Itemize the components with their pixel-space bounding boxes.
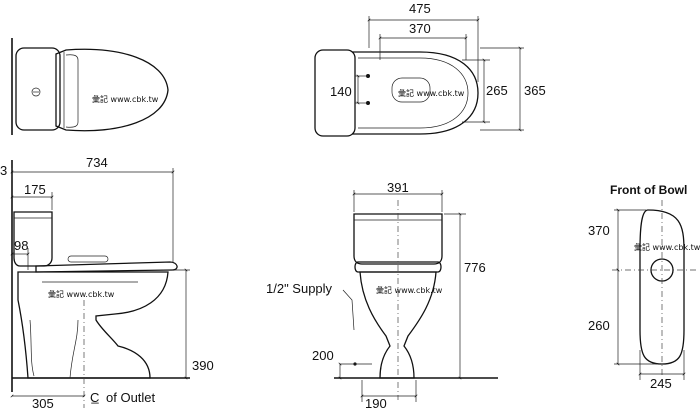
dim-front-base-width: 190: [365, 396, 387, 410]
dim-front-total-height: 776: [464, 260, 486, 275]
tank-outline: [15, 47, 61, 131]
watermark-text: 彙記 www.cbk.tw: [376, 285, 443, 295]
dim-top-bolt-spacing: 140: [330, 84, 352, 99]
dim-top-width-bowl: 370: [409, 21, 431, 36]
tank-outline: [353, 213, 443, 265]
dim-side-edge-mark: 3: [0, 163, 7, 178]
centerline-symbol: C̲: [90, 390, 99, 405]
bowl-front-title: Front of Bowl: [610, 183, 687, 197]
watermark-text: 彙記 www.cbk.tw: [48, 289, 115, 299]
seat-lid-outline: [55, 48, 169, 132]
side-elevation-view: 3 彙記 www.cbk.tw 734 175 98 390 305: [0, 155, 214, 410]
bowl-footprint: [639, 209, 685, 365]
dim-bowl-front-length: 370: [588, 223, 610, 238]
seat-lid-outline: [35, 261, 178, 273]
supply-label: 1/2" Supply: [266, 281, 333, 296]
dim-bowl-width: 245: [650, 376, 672, 391]
dim-top-width-total: 475: [409, 1, 431, 16]
dim-side-outlet-offset: 305: [32, 396, 54, 410]
seat-lid-outline: [354, 261, 442, 273]
bowl-outline: [352, 51, 479, 135]
top-center-plan-view: 彙記 www.cbk.tw 475 370 365 265 140: [314, 1, 546, 137]
watermark-text: 彙記 www.cbk.tw: [634, 242, 700, 252]
dim-front-supply-height: 200: [312, 348, 334, 363]
front-of-bowl-view: Front of Bowl 彙記 www.cbk.tw 370 260 245: [588, 183, 700, 391]
dim-side-length: 734: [86, 155, 108, 170]
tank-outline: [314, 49, 356, 137]
top-left-plan-view: 彙記 www.cbk.tw: [11, 38, 169, 135]
flush-button-icon: [31, 87, 41, 97]
dim-top-height-total: 365: [524, 83, 546, 98]
bowl-outline: [359, 271, 437, 379]
watermark-text: 彙記 www.cbk.tw: [398, 88, 465, 98]
bowl-opening: [391, 77, 431, 103]
watermark-text: 彙記 www.cbk.tw: [92, 94, 159, 104]
dim-side-wall-gap: 98: [14, 238, 28, 253]
front-elevation-view: 彙記 www.cbk.tw 391 776 1/2" Supply 200 19…: [266, 180, 498, 410]
bowl-outline: [17, 271, 169, 379]
outlet-label: of Outlet: [106, 390, 156, 405]
dim-side-tank-depth: 175: [24, 182, 46, 197]
dim-front-tank-width: 391: [387, 180, 409, 195]
dim-bowl-rear-length: 260: [588, 318, 610, 333]
dim-side-seat-height: 390: [192, 358, 214, 373]
dim-top-height-bowl: 265: [486, 83, 508, 98]
